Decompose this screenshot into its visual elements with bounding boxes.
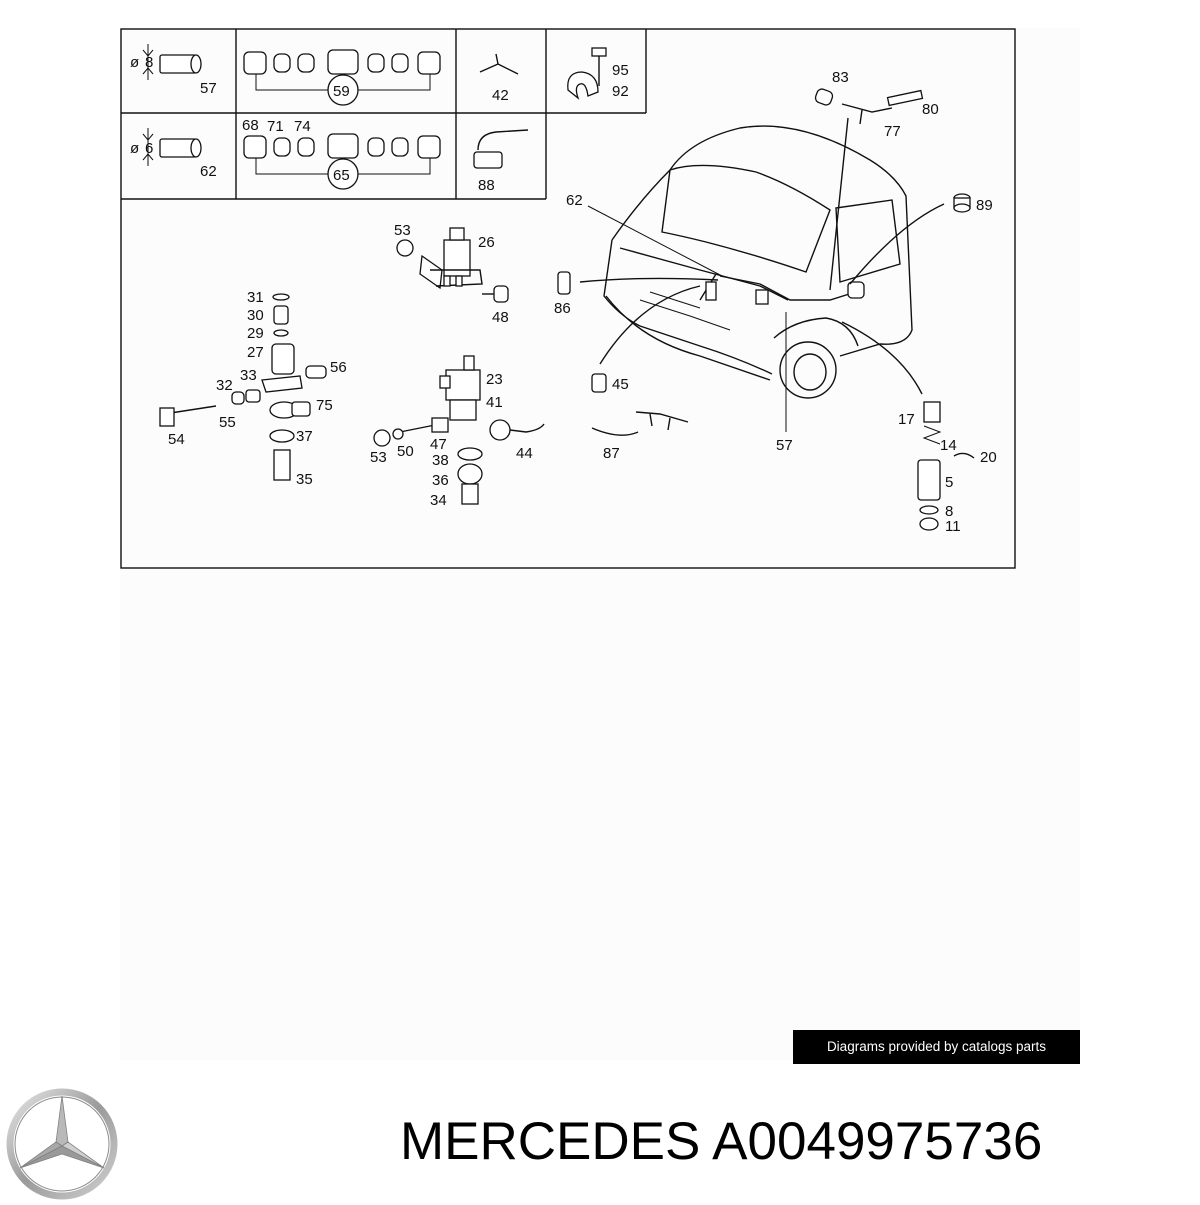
callout-label: 57 [776, 437, 793, 454]
cap-89 [953, 193, 971, 213]
callout-label: 41 [486, 394, 503, 411]
callout-diameter-symbol: ø [130, 140, 139, 157]
callout-label: 8 [945, 503, 953, 520]
callout-label: 54 [168, 431, 185, 448]
callout-label: 80 [922, 101, 939, 118]
fitting-48 [482, 285, 509, 303]
callout-label: 59 [333, 83, 350, 100]
callout-label: 6 [145, 140, 153, 157]
valve-stack-17 [917, 401, 975, 531]
callout-label: 32 [216, 377, 233, 394]
callout-label: 31 [247, 289, 264, 306]
callout-label: 34 [430, 492, 447, 509]
callout-label: 55 [219, 414, 236, 431]
callout-label: 89 [976, 197, 993, 214]
callout-label: 45 [612, 376, 629, 393]
callout-label: 38 [432, 452, 449, 469]
callout-label: 42 [492, 87, 509, 104]
hose-87 [591, 411, 689, 436]
diagram-credit-banner: Diagrams provided by catalogs parts [793, 1030, 1080, 1064]
callout-label: 53 [394, 222, 411, 239]
connector-parts-77-80-83 [814, 88, 924, 125]
callout-label: 62 [200, 163, 217, 180]
callout-label: 86 [554, 300, 571, 317]
callout-label: 5 [945, 474, 953, 491]
callout-label: 74 [294, 118, 311, 135]
fitting-set-59 [243, 49, 441, 106]
callout-label: 30 [247, 307, 264, 324]
tube-8mm-part [142, 44, 202, 80]
plug-86 [557, 271, 571, 295]
tube-6mm-part [142, 128, 202, 166]
callout-label: 35 [296, 471, 313, 488]
callout-label: 47 [430, 436, 447, 453]
callout-label: 65 [333, 167, 350, 184]
callout-label: 11 [945, 518, 961, 535]
mercedes-star-logo [6, 1088, 118, 1200]
header-grid [121, 29, 647, 200]
callout-label: 83 [832, 69, 849, 86]
callout-label: 14 [940, 437, 957, 454]
callout-label: 26 [478, 234, 495, 251]
callout-label: 56 [330, 359, 347, 376]
callout-label: 88 [478, 177, 495, 194]
callout-label: 92 [612, 83, 629, 100]
callout-labels: ø 8 57 59 42 95 92 ø 6 62 68 71 74 65 88… [130, 54, 997, 535]
callout-label: 62 [566, 192, 583, 209]
callout-label: 33 [240, 367, 257, 384]
clamp-92 [567, 47, 607, 100]
solenoid-valve-26 [396, 227, 483, 290]
callout-label: 68 [242, 117, 259, 134]
callout-label: 29 [247, 325, 264, 342]
callout-label: 44 [516, 445, 533, 462]
fitting-45 [591, 373, 607, 393]
leader-lines [579, 117, 945, 432]
callout-diameter-symbol: ø [130, 54, 139, 71]
valve-stack-27 [159, 293, 327, 481]
callout-label: 37 [296, 428, 313, 445]
callout-label: 87 [603, 445, 620, 462]
callout-label: 77 [884, 123, 901, 140]
diagram-panel [120, 28, 1080, 1060]
truck-cab-outline [603, 125, 913, 399]
callout-label: 75 [316, 397, 333, 414]
callout-label: 8 [145, 54, 153, 71]
diagram-credit-text: Diagrams provided by catalogs parts [826, 1039, 1047, 1054]
callout-label: 50 [397, 443, 414, 460]
elbow-connector-88 [473, 129, 529, 169]
callout-label: 48 [492, 309, 509, 326]
fitting-set-65 [243, 133, 441, 190]
air-line-routing [699, 273, 865, 305]
callout-label: 17 [898, 411, 915, 428]
diagram-frame [120, 28, 1016, 569]
t-connector-42 [479, 53, 519, 75]
callout-label: 23 [486, 371, 503, 388]
callout-label: 53 [370, 449, 387, 466]
callout-label: 36 [432, 472, 449, 489]
solenoid-valve-23 [373, 355, 545, 505]
callout-label: 20 [980, 449, 997, 466]
callout-label: 71 [267, 118, 284, 135]
callout-label: 57 [200, 80, 217, 97]
callout-label: 95 [612, 62, 629, 79]
callout-label: 27 [247, 344, 264, 361]
product-title: MERCEDES A0049975736 [400, 1112, 1043, 1171]
